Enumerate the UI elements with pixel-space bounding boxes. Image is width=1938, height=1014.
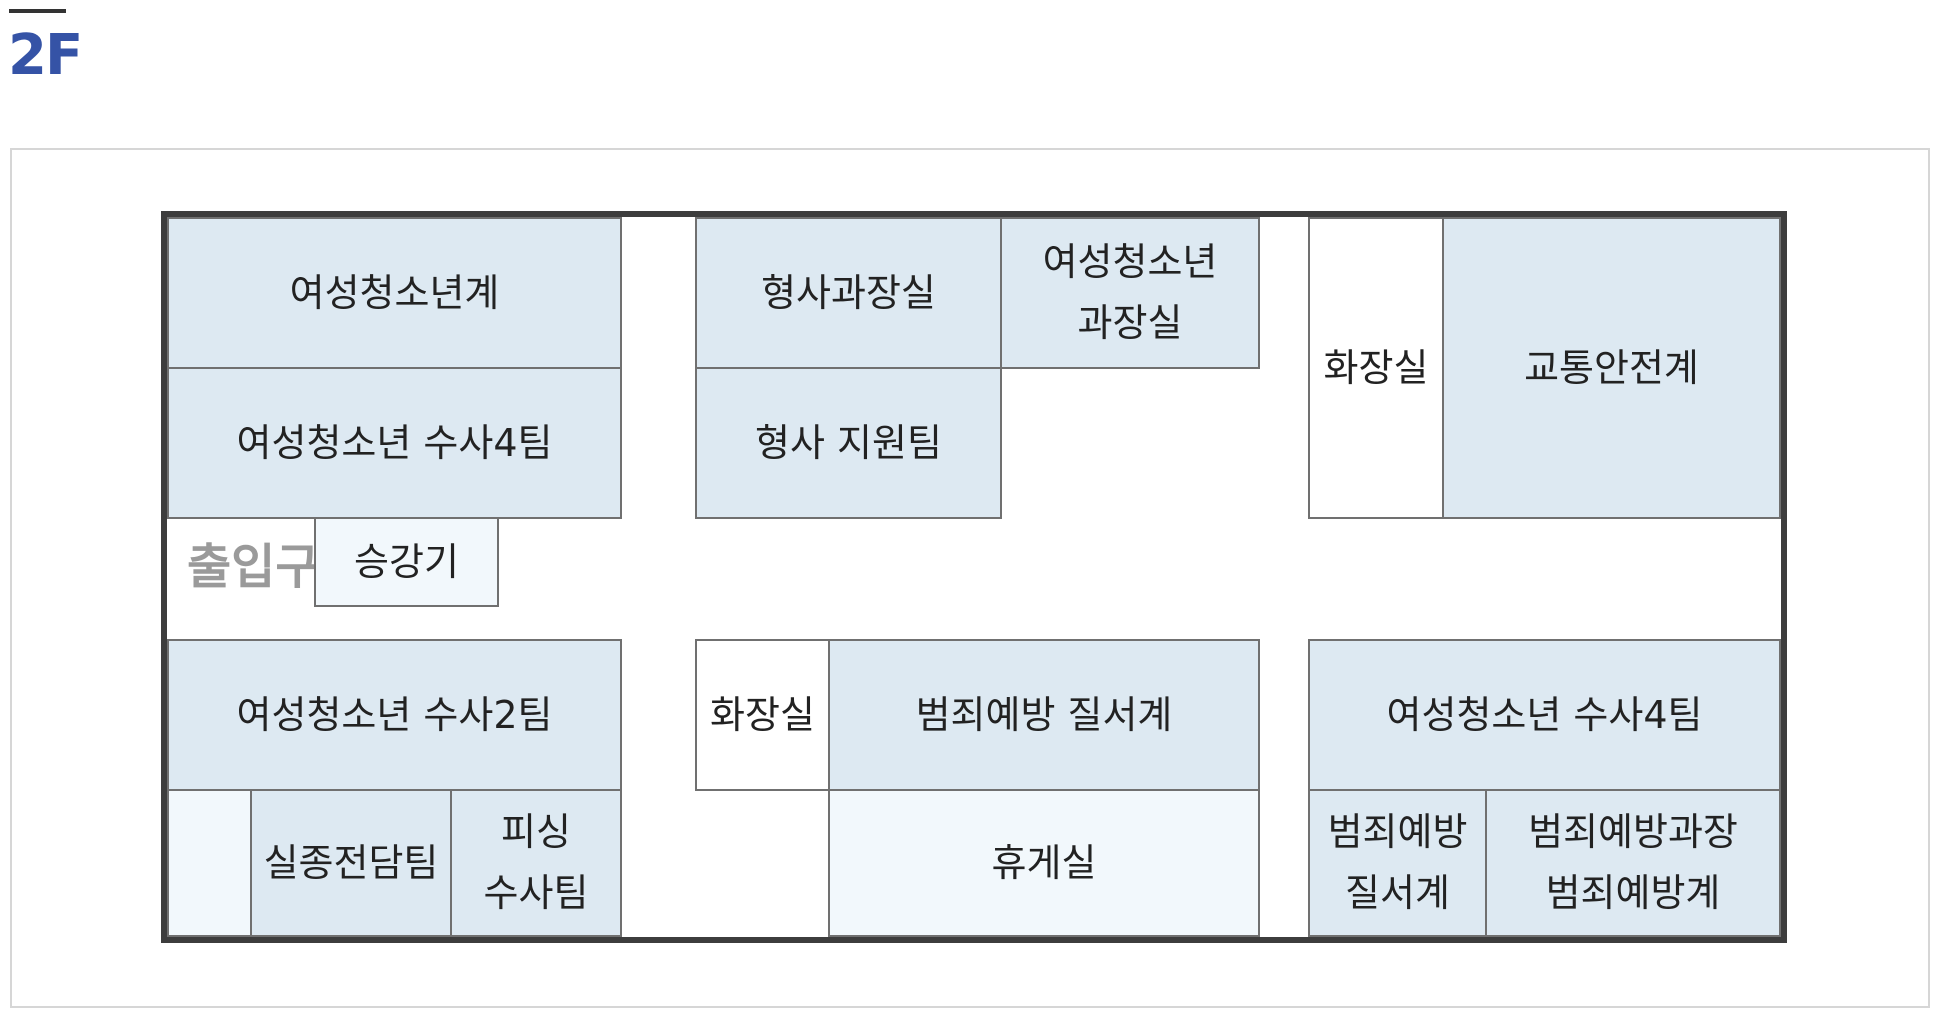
room-label: 피싱 수사팀 [483,810,589,915]
room-label: 화장실 [1323,345,1429,390]
room-restroom-bottom[interactable]: 화장실 [695,639,830,791]
room-label: 여성청소년 수사2팀 [236,692,553,737]
room-crime-prev-chief[interactable]: 범죄예방과장 범죄예방계 [1485,789,1781,937]
room-phishing[interactable]: 피싱 수사팀 [450,789,622,937]
room-restroom-top[interactable]: 화장실 [1308,217,1444,519]
room-label: 실종전담팀 [263,840,439,885]
entrance-label: 출입구 [187,539,320,595]
room-label: 범죄예방 질서계 [915,692,1173,737]
room-label: 승강기 [354,539,459,584]
room-label: 휴게실 [991,840,1097,885]
room-youth-inv4-bottom[interactable]: 여성청소년 수사4팀 [1308,639,1781,791]
room-label: 범죄예방과장 범죄예방계 [1528,810,1738,915]
room-lounge[interactable]: 휴게실 [828,789,1260,937]
room-crim-support[interactable]: 형사 지원팀 [695,367,1002,519]
room-crime-prev-order2[interactable]: 범죄예방 질서계 [1308,789,1487,937]
room-youth-inv4-top[interactable]: 여성청소년 수사4팀 [167,367,622,519]
room-label: 형사과장실 [761,270,936,315]
room-label: 여성청소년 수사4팀 [1386,692,1703,737]
room-youth-chief[interactable]: 여성청소년 과장실 [1000,217,1260,369]
room-crim-chief[interactable]: 형사과장실 [695,217,1002,369]
room-label: 교통안전계 [1524,345,1699,390]
room-label: 여성청소년 수사4팀 [236,420,553,465]
floor-plan-frame [10,148,1930,1008]
room-youth-inv2[interactable]: 여성청소년 수사2팀 [167,639,622,791]
room-label: 범죄예방 질서계 [1327,810,1468,915]
room-blank-small [167,789,252,937]
room-label: 화장실 [710,692,815,737]
room-elevator[interactable]: 승강기 [314,517,499,607]
room-label: 형사 지원팀 [755,420,942,465]
room-label: 여성청소년계 [289,270,500,315]
floor-label: 2F [8,23,83,88]
room-label: 여성청소년 과장실 [1042,240,1218,345]
floor-heading-bar [9,9,66,13]
room-traffic[interactable]: 교통안전계 [1442,217,1781,519]
room-crime-prev-order[interactable]: 범죄예방 질서계 [828,639,1260,791]
room-missing-team[interactable]: 실종전담팀 [250,789,452,937]
room-youth-team[interactable]: 여성청소년계 [167,217,622,369]
